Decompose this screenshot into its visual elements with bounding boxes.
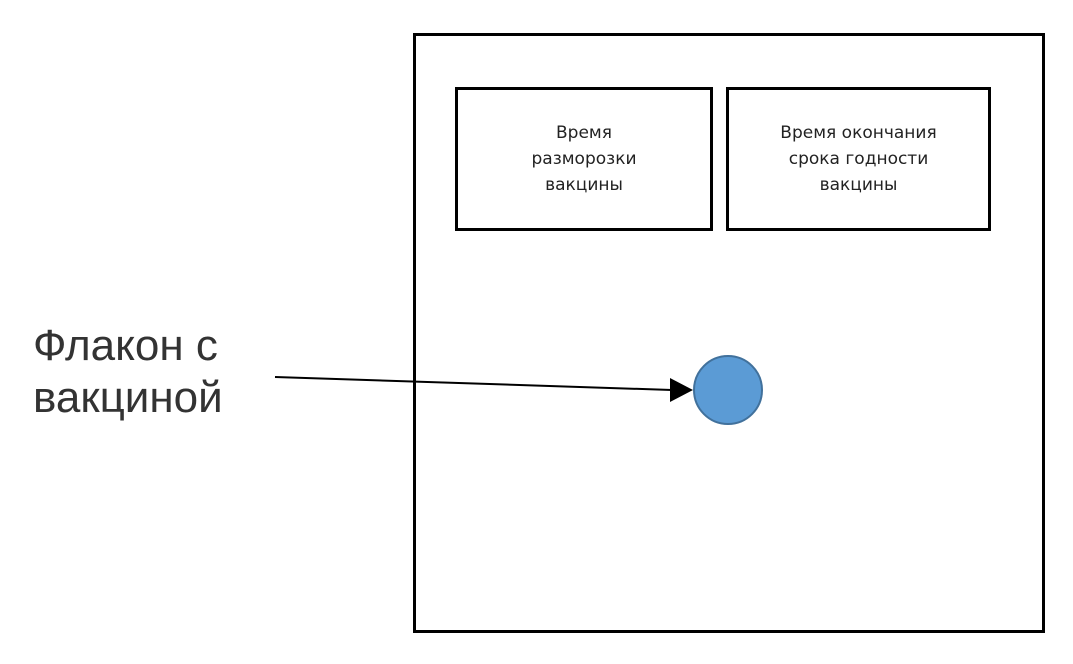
vial-label-line1: Флакон с bbox=[33, 321, 218, 370]
arrow-head-icon bbox=[670, 378, 693, 402]
vial-circle bbox=[693, 355, 763, 425]
thaw-time-box: Время разморозки вакцины bbox=[455, 87, 713, 231]
arrow-line bbox=[274, 376, 673, 391]
thaw-time-text: Время разморозки вакцины bbox=[531, 123, 637, 195]
expiry-time-text: Время окончания срока годности вакцины bbox=[780, 123, 937, 195]
vial-label: Флакон с вакциной bbox=[33, 320, 223, 424]
vial-label-line2: вакциной bbox=[33, 373, 223, 422]
expiry-time-box: Время окончания срока годности вакцины bbox=[726, 87, 991, 231]
container-frame bbox=[413, 33, 1045, 633]
